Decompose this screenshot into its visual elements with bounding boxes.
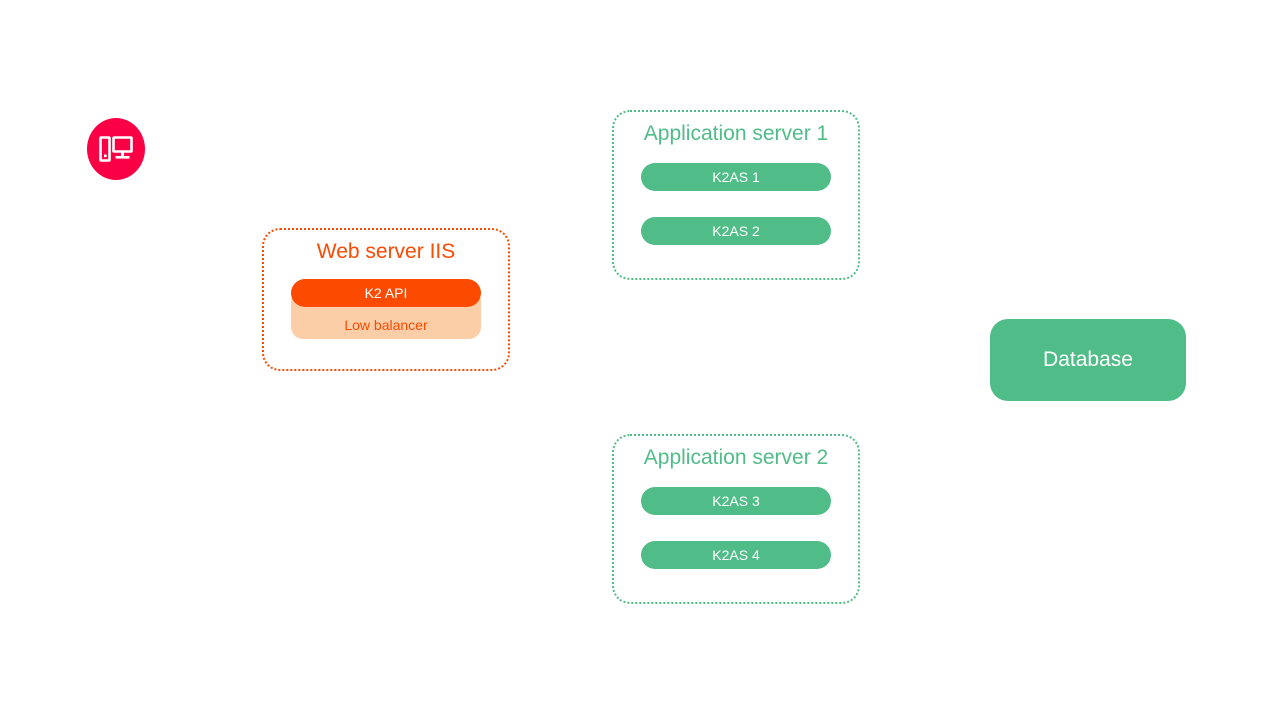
web-server-title: Web server IIS: [316, 240, 456, 263]
database-node[interactable]: Database: [990, 319, 1186, 401]
application-server-2-title: Application server 2: [643, 446, 829, 469]
node-pill-k2as-3[interactable]: K2AS 3: [641, 487, 831, 516]
application-server-1-title: Application server 1: [643, 122, 829, 145]
node-pill-k2as-1[interactable]: K2AS 1: [641, 163, 831, 192]
k2-api-pill[interactable]: K2 API: [291, 279, 481, 308]
desktop-computer-icon: [99, 135, 133, 163]
node-pill-k2as-4[interactable]: K2AS 4: [641, 541, 831, 570]
node-pill-k2as-2[interactable]: K2AS 2: [641, 217, 831, 246]
application-server-1-group[interactable]: Application server 1 K2AS 1 K2AS 2: [612, 110, 860, 280]
client-workstation-badge[interactable]: [87, 118, 145, 180]
web-server-group[interactable]: Web server IIS Low balancer K2 API: [262, 228, 510, 371]
web-server-components: Low balancer K2 API: [291, 279, 481, 340]
application-server-2-group[interactable]: Application server 2 K2AS 3 K2AS 4: [612, 434, 860, 604]
